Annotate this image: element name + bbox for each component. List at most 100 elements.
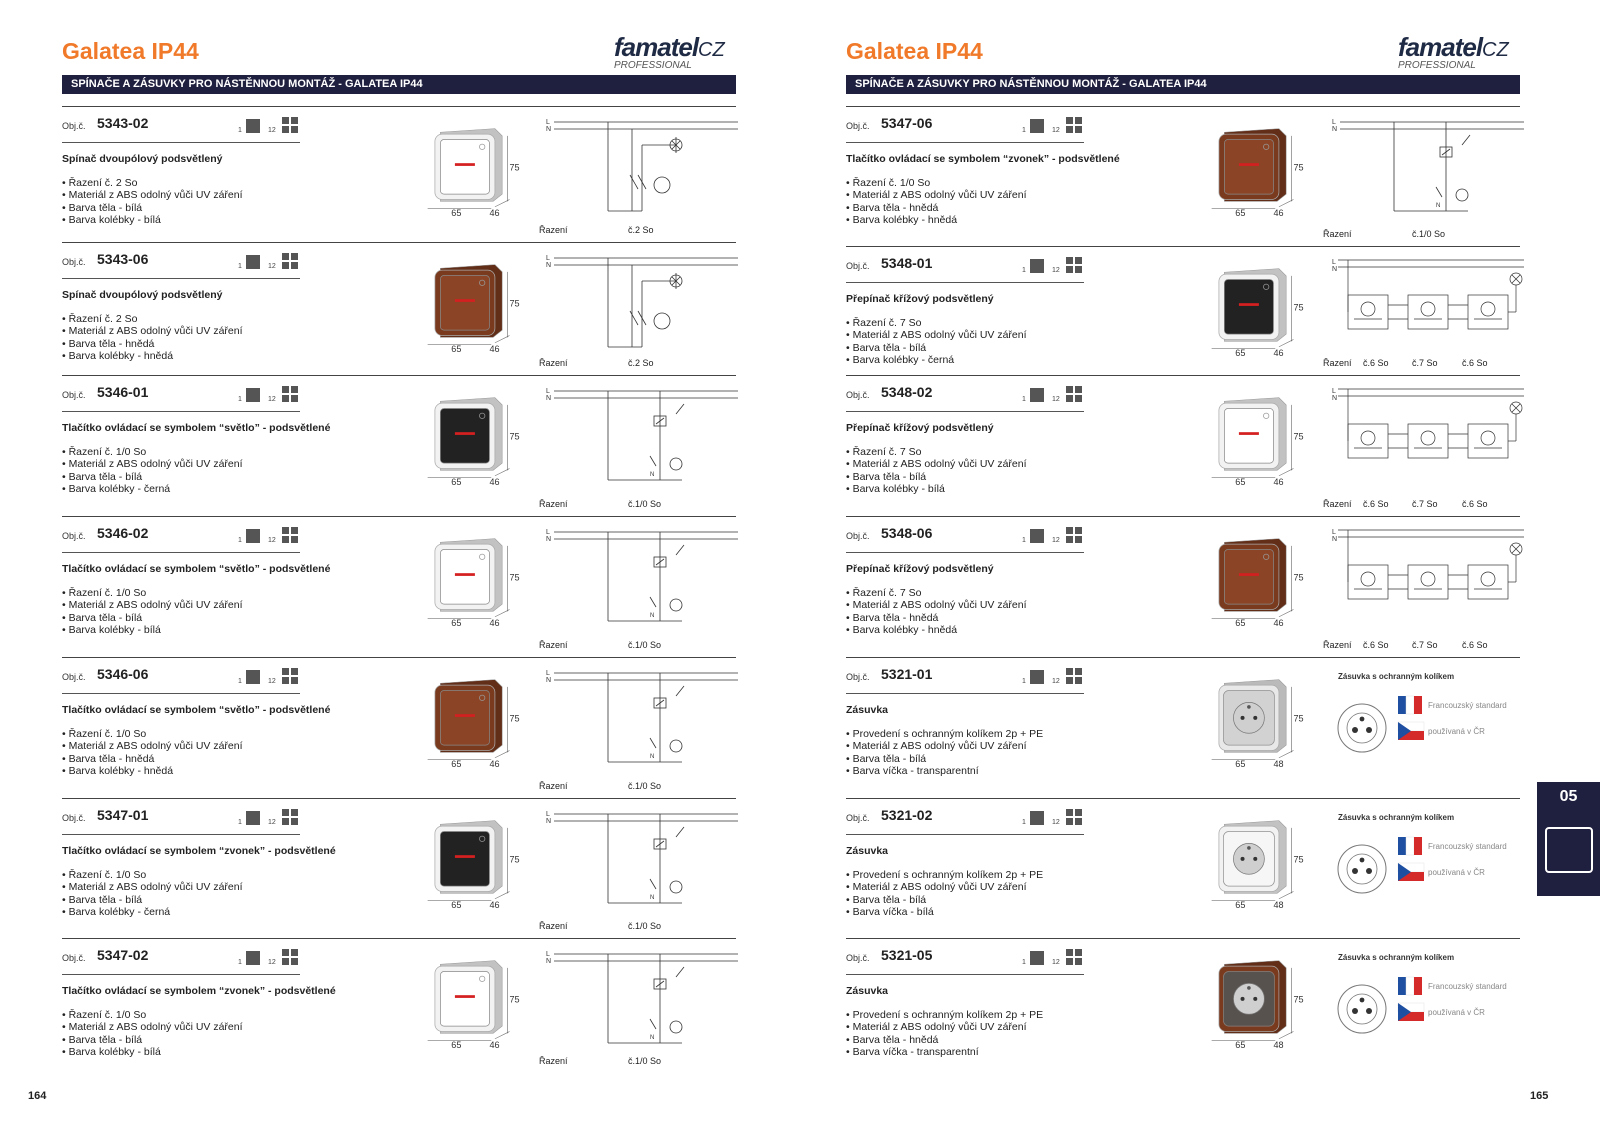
N-label: N xyxy=(546,958,551,965)
qty-twelve: 12 xyxy=(1052,537,1060,544)
product-image xyxy=(434,960,503,1034)
qty-one: 1 xyxy=(1022,959,1026,966)
width-label: 65 xyxy=(1235,618,1245,628)
logo-cz: CZ xyxy=(698,39,725,61)
product-code: 5346-01 xyxy=(97,384,149,400)
lamp-cross xyxy=(671,140,681,150)
product-code: 5321-05 xyxy=(881,947,933,963)
code-underline xyxy=(846,552,1084,553)
fr-standard-label: Francouzský standard xyxy=(1428,701,1507,710)
depth-line xyxy=(1278,468,1294,477)
indicator-symbol xyxy=(1420,430,1436,446)
multi-pack-icon xyxy=(282,386,298,402)
depth-line xyxy=(494,1031,510,1040)
feature-item: • Materiál z ABS odolný vůči UV záření xyxy=(846,740,1027,753)
depth-label: 46 xyxy=(489,759,499,769)
lamp-cross xyxy=(1511,274,1521,284)
obj-label: Obj.č. xyxy=(62,672,86,682)
logo-word: famatel xyxy=(614,32,699,62)
razeni-label: Řazení xyxy=(539,1056,568,1066)
depth-label: 46 xyxy=(489,477,499,487)
product-image xyxy=(434,397,503,471)
scheme-label: č.7 So xyxy=(1412,499,1438,509)
product-image xyxy=(434,820,503,894)
feature-item: • Barva těla - hnědá xyxy=(62,752,155,765)
product-name: Spínač dvoupólový podsvětlený xyxy=(62,289,223,301)
L-label: L xyxy=(546,255,550,262)
product-code: 5347-01 xyxy=(97,807,149,823)
indicator-symbol xyxy=(1420,571,1436,587)
socket-header: Zásuvka s ochranným kolíkem xyxy=(1338,672,1455,681)
wiring-diagram xyxy=(554,953,738,1044)
right-page: Galatea IP44 famatelCZ PROFESSIONAL SPÍN… xyxy=(800,0,1600,1131)
product-name: Spínač dvoupólový podsvětlený xyxy=(62,153,223,165)
feature-list: • Řazení č. 7 So• Materiál z ABS odolný … xyxy=(846,587,1027,636)
indicator-symbol xyxy=(653,176,671,194)
depth-line xyxy=(494,199,510,208)
product-image xyxy=(434,264,503,338)
lamp-symbol xyxy=(669,880,683,894)
multi-pack-icon xyxy=(1066,257,1082,273)
wiring-diagram xyxy=(554,121,738,212)
rocker xyxy=(439,275,490,331)
socket-earth-pin xyxy=(1247,846,1251,850)
product-code: 5348-02 xyxy=(881,384,933,400)
wiring-diagram: LN xyxy=(1332,529,1524,600)
relay-contact xyxy=(1461,134,1471,146)
depth-label: 46 xyxy=(1273,618,1283,628)
depth-label: 48 xyxy=(1273,1040,1283,1050)
chapter-tab[interactable]: 05 xyxy=(1537,782,1600,896)
scheme-label: č.2 So xyxy=(628,225,654,235)
L-label: L xyxy=(1332,259,1336,266)
feature-item: • Barva těla - bílá xyxy=(62,611,143,624)
led-indicator xyxy=(454,163,475,166)
feature-item: • Materiál z ABS odolný vůči UV záření xyxy=(62,740,243,753)
symbol-icon xyxy=(479,553,486,560)
wiring-diagram xyxy=(1338,259,1524,330)
multi-pack-icon xyxy=(1066,386,1082,402)
product-image xyxy=(1218,268,1287,342)
feature-item: • Materiál z ABS odolný vůči UV záření xyxy=(846,458,1027,471)
razeni-label: Řazení xyxy=(539,225,568,235)
feature-item: • Barva kolébky - bílá xyxy=(62,1045,161,1058)
scheme-label: č.1/0 So xyxy=(628,499,662,509)
rocker xyxy=(439,690,490,746)
N-label: N xyxy=(546,262,551,269)
single-pack-icon xyxy=(246,119,260,133)
led-indicator xyxy=(1238,163,1259,166)
depth-line xyxy=(1278,609,1294,618)
relay-line xyxy=(655,840,665,848)
wiring-diagram: LNN xyxy=(546,670,738,763)
indicator-symbol xyxy=(1420,301,1436,317)
feature-list: • Řazení č. 7 So• Materiál z ABS odolný … xyxy=(846,446,1027,495)
logo-word: famatel xyxy=(1398,32,1483,62)
led-indicator xyxy=(454,995,475,998)
depth-label: 48 xyxy=(1273,900,1283,910)
width-label: 65 xyxy=(451,477,461,487)
obj-label: Obj.č. xyxy=(846,953,870,963)
socket-pin xyxy=(1352,727,1358,733)
rocker xyxy=(1224,279,1274,335)
single-pack-icon xyxy=(1030,811,1044,825)
height-label: 75 xyxy=(1293,713,1303,723)
feature-list: • Řazení č. 1/0 So• Materiál z ABS odoln… xyxy=(62,1009,243,1058)
single-pack-icon xyxy=(1030,670,1044,684)
multi-pack-icon xyxy=(1066,527,1082,543)
relay-line xyxy=(655,417,665,425)
symbol-icon xyxy=(479,143,486,150)
led-indicator xyxy=(454,573,475,576)
relay-symbol xyxy=(653,838,667,850)
L-label: L xyxy=(1332,388,1336,395)
feature-item: • Barva kolébky - bílá xyxy=(62,623,161,636)
wiring-diagram xyxy=(554,531,738,622)
